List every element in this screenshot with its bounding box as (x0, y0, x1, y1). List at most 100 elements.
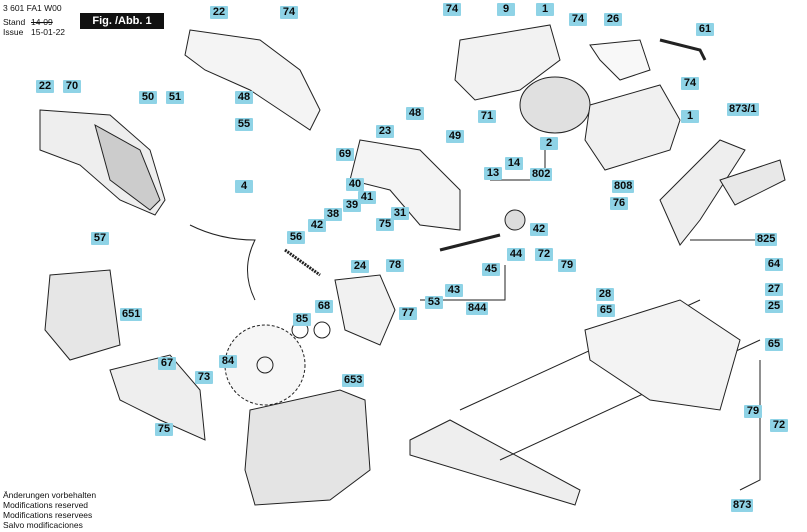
lower-blade-guard (334, 274, 396, 346)
part-label: 808 (612, 180, 635, 193)
part-label: 22 (210, 6, 228, 19)
part-label: 31 (391, 207, 409, 220)
part-label: 27 (765, 283, 783, 296)
footer-line: Salvo modificaciones (3, 520, 83, 530)
base-plate (409, 419, 581, 506)
battery-pack (44, 269, 121, 361)
part-label: 50 (139, 91, 157, 104)
part-label: 51 (166, 91, 184, 104)
part-label: 25 (765, 300, 783, 313)
stand-value: 14-09 (31, 17, 53, 27)
part-label: 74 (280, 6, 298, 19)
upper-blade-guard (184, 29, 321, 131)
part-label: 48 (235, 91, 253, 104)
handle-grip (94, 123, 161, 211)
part-label: 873/1 (727, 103, 759, 116)
part-label: 23 (376, 125, 394, 138)
part-label: 67 (158, 357, 176, 370)
part-label: 653 (342, 374, 365, 387)
part-label: 77 (399, 307, 417, 320)
part-label: 55 (235, 118, 253, 131)
part-label: 45 (482, 263, 500, 276)
part-label: 651 (120, 308, 143, 321)
part-label: 802 (530, 168, 553, 181)
part-label: 78 (386, 259, 404, 272)
part-label: 84 (219, 355, 237, 368)
part-label: 79 (558, 259, 576, 272)
footer-line: Modifications reserved (3, 500, 89, 510)
footer-line: Änderungen vorbehalten (3, 490, 97, 500)
part-label: 14 (505, 157, 523, 170)
part-label: 28 (596, 288, 614, 301)
part-label: 74 (569, 13, 587, 26)
motor-armature (519, 76, 591, 134)
document-number: 3 601 FA1 W00 (3, 3, 62, 13)
part-label: 56 (287, 231, 305, 244)
part-label: 57 (91, 232, 109, 245)
part-label: 61 (696, 23, 714, 36)
charger (244, 389, 371, 506)
part-label: 70 (63, 80, 81, 93)
blade-hub (256, 356, 274, 374)
part-label: 38 (324, 208, 342, 221)
part-label: 73 (195, 371, 213, 384)
part-label: 26 (604, 13, 622, 26)
footer-line: Modifications reservees (3, 510, 93, 520)
hex-key (659, 38, 707, 61)
part-label: 65 (597, 304, 615, 317)
issue-label: Issue (3, 27, 24, 37)
washer-68 (313, 321, 331, 339)
part-label: 42 (308, 219, 326, 232)
part-label: 40 (346, 178, 364, 191)
spring (284, 248, 321, 277)
part-label: 24 (351, 260, 369, 273)
bracket (589, 39, 651, 81)
part-label: 79 (744, 405, 762, 418)
part-label: 85 (293, 313, 311, 326)
part-label: 75 (155, 423, 173, 436)
part-label: 64 (765, 258, 783, 271)
part-label: 1 (536, 3, 554, 16)
part-label: 4 (235, 180, 253, 193)
dust-adapter (719, 159, 786, 206)
gear-44 (504, 209, 526, 231)
cable (189, 224, 256, 301)
stand-label: Stand (3, 17, 26, 27)
leader-873 (739, 360, 761, 491)
part-label: 69 (336, 148, 354, 161)
base-frame (584, 299, 741, 411)
part-label: 48 (406, 107, 424, 120)
saw-blade (224, 324, 306, 406)
part-label: 1 (681, 110, 699, 123)
part-label: 65 (765, 338, 783, 351)
motor-housing (584, 84, 681, 171)
blade-guard-cover (109, 354, 206, 441)
part-label: 72 (770, 419, 788, 432)
part-label: 22 (36, 80, 54, 93)
figure-label: Fig. /Abb. 1 (80, 13, 164, 29)
part-label: 49 (446, 130, 464, 143)
part-label: 13 (484, 167, 502, 180)
part-label: 825 (755, 233, 778, 246)
part-label: 43 (445, 284, 463, 297)
part-label: 76 (610, 197, 628, 210)
part-label: 873 (731, 499, 754, 512)
part-label: 39 (343, 199, 361, 212)
part-label: 844 (466, 302, 489, 315)
part-label: 9 (497, 3, 515, 16)
part-label: 75 (376, 218, 394, 231)
part-label: 2 (540, 137, 558, 150)
part-label: 72 (535, 248, 553, 261)
motor-housing-half (454, 24, 561, 101)
issue-value: 15-01-22 (31, 27, 66, 37)
leader-844 (420, 265, 506, 301)
part-label: 41 (358, 191, 376, 204)
part-label: 68 (315, 300, 333, 313)
part-label: 42 (530, 223, 548, 236)
part-label: 71 (478, 110, 496, 123)
part-label: 53 (425, 296, 443, 309)
part-label: 74 (443, 3, 461, 16)
part-label: 74 (681, 77, 699, 90)
drive-shaft (439, 233, 501, 252)
